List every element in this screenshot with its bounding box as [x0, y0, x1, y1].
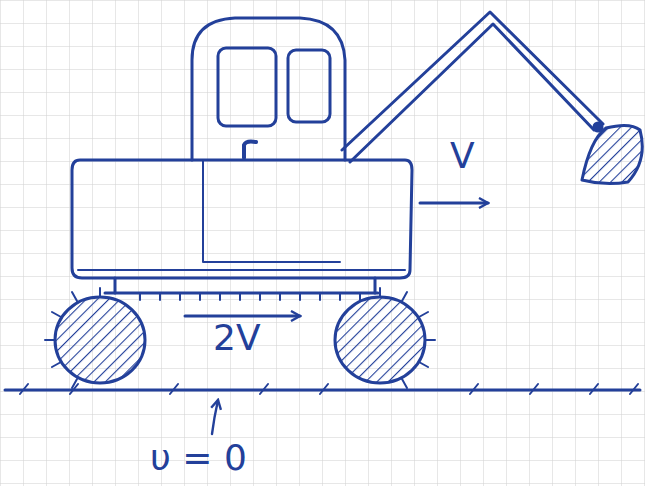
track-teeth [45, 288, 435, 388]
track-links [140, 293, 360, 300]
body-band [78, 269, 405, 271]
velocity-arrow [185, 315, 300, 318]
door-handle [244, 141, 256, 158]
cab-window [288, 50, 330, 122]
track-wheel [55, 297, 145, 383]
arm-pivot [594, 123, 602, 131]
velocity-label: V [450, 138, 475, 174]
track-wheel [335, 297, 425, 383]
ground-velocity-label: υ = 0 [150, 440, 247, 476]
leader-arrow [212, 400, 218, 434]
body-mount [115, 278, 375, 293]
ground-hatch [20, 384, 638, 394]
cab-door [203, 160, 340, 262]
bucket [582, 125, 642, 183]
velocity-arrow [420, 202, 488, 205]
track-belt [105, 292, 378, 295]
excavator-body [72, 160, 412, 278]
velocity-label: 2V [213, 320, 261, 356]
cab-window [218, 48, 276, 126]
cab [192, 18, 345, 160]
